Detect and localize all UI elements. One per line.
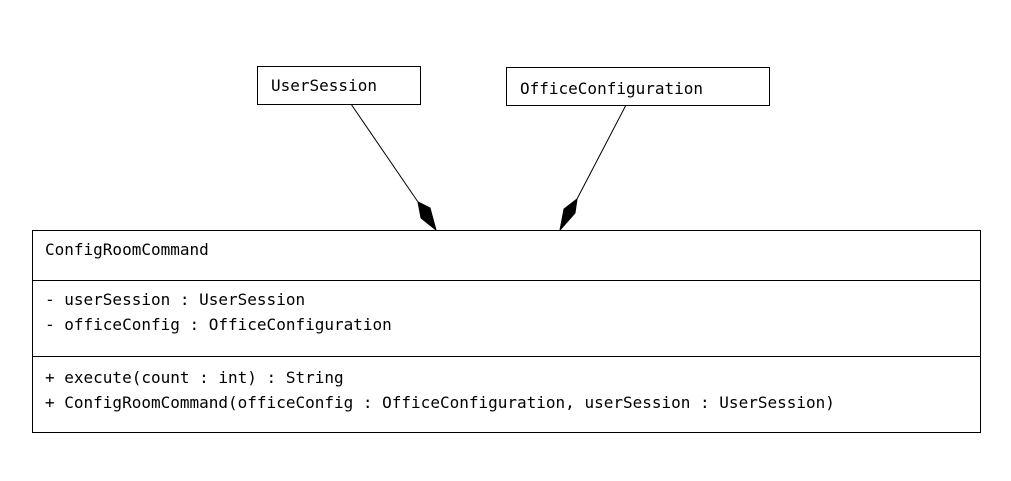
attributes-compartment: - userSession : UserSession - officeConf… (33, 281, 980, 356)
usersession-composition-diamond (417, 201, 437, 232)
name-attributes-divider (33, 280, 980, 281)
class-name-config-room-command: ConfigRoomCommand (45, 240, 209, 259)
usersession-composition-line (350, 103, 419, 203)
attribute-user-session: - userSession : UserSession (45, 290, 306, 309)
officeconfiguration-composition-line (576, 104, 627, 200)
class-name-user-session: UserSession (271, 76, 377, 95)
operations-compartment: + execute(count : int) : String + Config… (33, 357, 980, 433)
operation-constructor: + ConfigRoomCommand(officeConfig : Offic… (45, 393, 835, 412)
class-config-room-command[interactable]: ConfigRoomCommand - userSession : UserSe… (32, 230, 981, 433)
class-user-session[interactable]: UserSession (257, 66, 421, 105)
officeconfiguration-composition-diamond (559, 197, 578, 232)
attribute-office-config: - officeConfig : OfficeConfiguration (45, 315, 392, 334)
class-name-office-configuration: OfficeConfiguration (520, 79, 704, 98)
operation-execute: + execute(count : int) : String (45, 368, 344, 387)
name-compartment: ConfigRoomCommand (33, 231, 980, 281)
attributes-operations-divider (33, 356, 980, 357)
class-office-configuration[interactable]: OfficeConfiguration (506, 67, 770, 106)
